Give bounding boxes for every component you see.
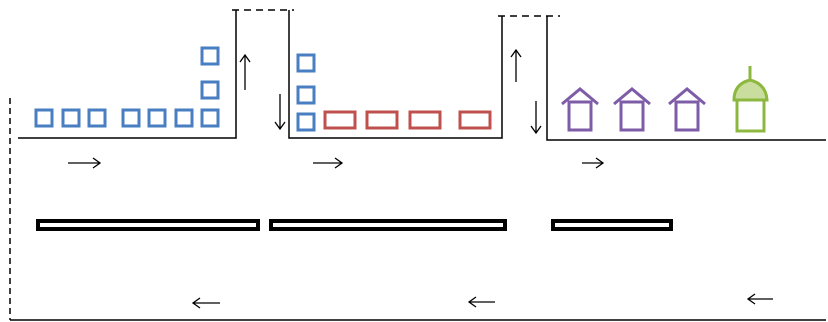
purple-house-icon xyxy=(668,87,706,132)
stage-1-blue-squares xyxy=(34,46,220,128)
arrow-left-icon xyxy=(746,293,773,305)
arrow-up-icon xyxy=(510,48,522,82)
left-arrows xyxy=(191,293,773,309)
blue-square-icon xyxy=(147,108,167,128)
purple-house-icon xyxy=(561,87,599,132)
ground-profile-right xyxy=(546,16,826,141)
arrow-up-icon xyxy=(239,53,251,90)
blue-square-icon xyxy=(200,80,220,100)
right-arrows xyxy=(68,157,605,169)
stage-3-purple-houses xyxy=(561,87,706,132)
track-bar xyxy=(551,219,673,231)
arrow-right-icon xyxy=(68,157,102,169)
blue-square-icon xyxy=(296,112,316,132)
track-bars xyxy=(36,219,673,231)
arrow-left-icon xyxy=(191,297,220,309)
track-bar xyxy=(269,219,507,231)
stage-2-blue-squares xyxy=(296,53,316,132)
blue-square-icon xyxy=(121,108,141,128)
vertical-arrows xyxy=(239,48,542,135)
blue-square-icon xyxy=(296,53,316,73)
blue-square-icon xyxy=(61,108,81,128)
arrow-right-icon xyxy=(313,157,344,169)
arrow-down-icon xyxy=(530,101,542,135)
track-bar xyxy=(36,219,260,231)
stage-2-red-rectangles xyxy=(323,110,492,130)
arrow-right-icon xyxy=(582,157,605,169)
green-tower-icon xyxy=(732,66,769,133)
ground-profile-left xyxy=(18,10,237,139)
red-rectangle-icon xyxy=(365,110,399,130)
arrow-left-icon xyxy=(467,296,495,308)
blue-square-icon xyxy=(200,108,220,128)
red-rectangle-icon xyxy=(323,110,357,130)
ground-profile-middle xyxy=(288,10,503,139)
blue-square-icon xyxy=(87,108,107,128)
blue-square-icon xyxy=(34,108,54,128)
purple-house-icon xyxy=(613,87,651,132)
blue-square-icon xyxy=(200,46,220,66)
red-rectangle-icon xyxy=(458,110,492,130)
blue-square-icon xyxy=(296,85,316,105)
red-rectangle-icon xyxy=(408,110,442,130)
arrow-down-icon xyxy=(274,94,286,131)
blue-square-icon xyxy=(174,108,194,128)
